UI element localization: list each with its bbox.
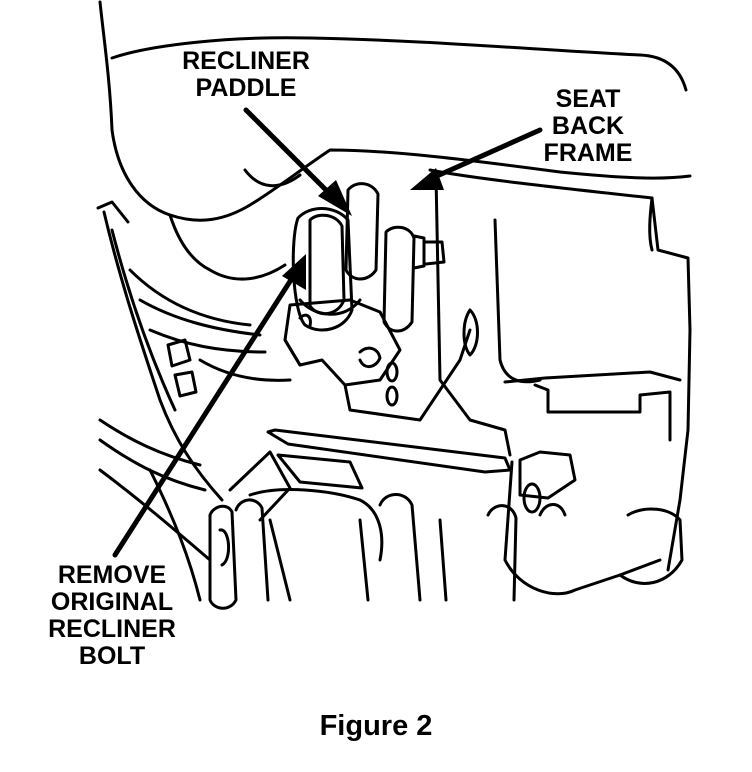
recliner-paddle-arrowhead xyxy=(318,180,352,216)
recliner-paddle-label: RECLINER PADDLE xyxy=(160,48,332,102)
seat-back-frame-label-line-2: BACK xyxy=(551,112,625,140)
remove-bolt-label-line-4: BOLT xyxy=(78,642,146,670)
recliner-paddle-label-line-2: PADDLE xyxy=(195,74,297,102)
seat-back-frame-leader xyxy=(425,127,543,183)
recliner-mechanism xyxy=(283,182,472,422)
seat-back-frame-label: SEAT BACK FRAME xyxy=(528,86,648,167)
leader-arrows xyxy=(112,107,543,558)
remove-bolt-label-line-1: REMOVE xyxy=(57,561,167,589)
figure-caption: Figure 2 xyxy=(319,710,433,742)
seat-cushion xyxy=(98,0,692,281)
side-trim xyxy=(96,200,292,602)
recliner-paddle-leader xyxy=(243,107,341,205)
remove-bolt-leader xyxy=(112,269,299,558)
seat-hinge-base xyxy=(208,428,567,610)
seat-back-frame xyxy=(428,168,692,596)
seat-back-frame-arrowhead xyxy=(410,168,444,190)
recliner-paddle-label-line-1: RECLINER xyxy=(182,47,310,75)
remove-bolt-label-line-2: ORIGINAL xyxy=(50,588,174,616)
seat-back-frame-label-line-3: FRAME xyxy=(543,139,633,167)
remove-bolt-label-line-3: RECLINER xyxy=(48,615,176,643)
remove-bolt-label: REMOVE ORIGINAL RECLINER BOLT xyxy=(22,562,202,670)
recliner-paddle xyxy=(344,182,380,281)
remove-bolt-arrowhead xyxy=(282,254,306,290)
seat-back-frame-label-line-1: SEAT xyxy=(555,85,621,113)
